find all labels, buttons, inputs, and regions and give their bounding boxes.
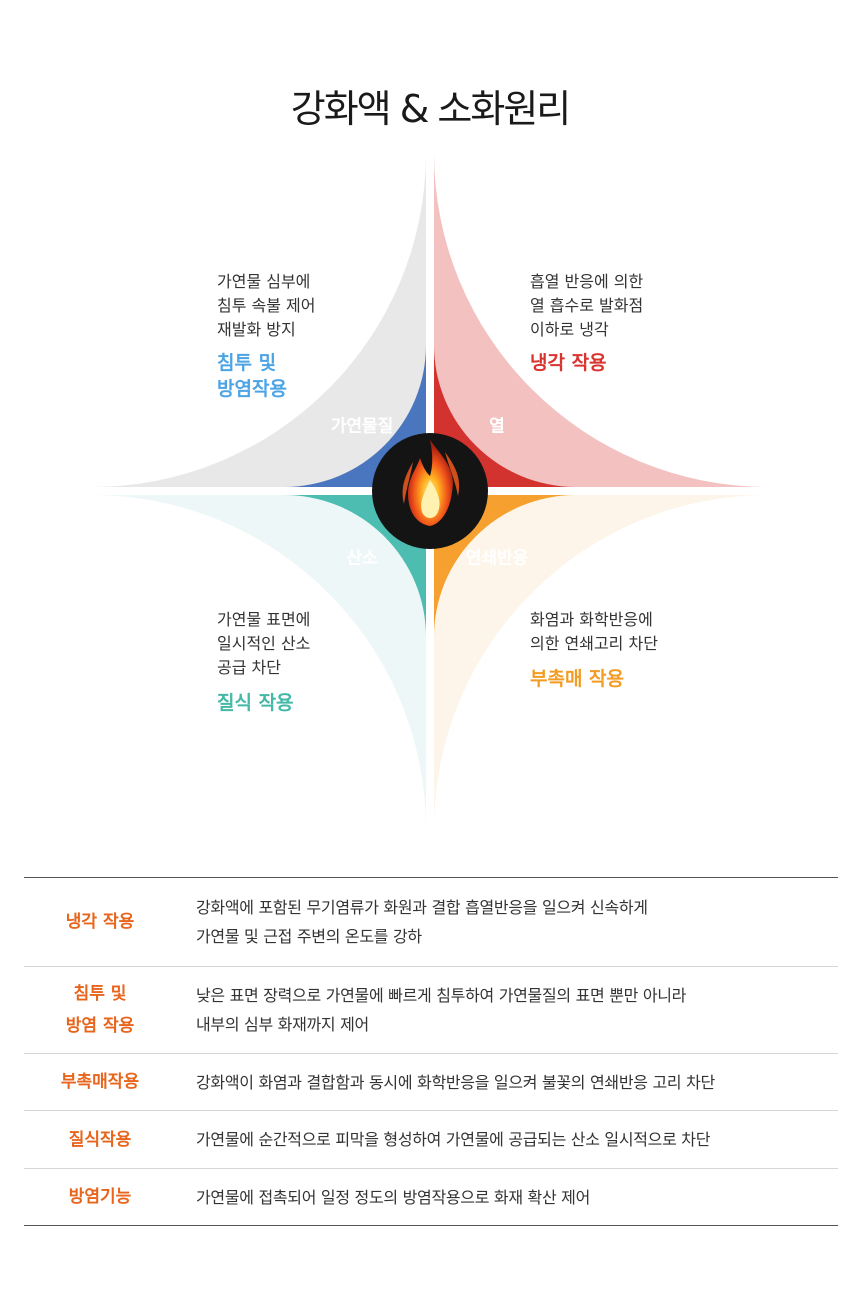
quadrant-oxygen (92, 495, 426, 829)
inner-label-fuel: 가연물질 (330, 416, 394, 437)
row-term-catalyst: 부촉매작용 (60, 1072, 140, 1092)
inner-label-oxygen: 산소 (346, 548, 378, 569)
quadrant-text-oxygen: 가연물 표면에 일시적인 산소 공급 차단 (217, 610, 311, 677)
quadrant-text-heat: 흡열 반응에 의한 열 흡수로 발화점 이하로 냉각 (530, 272, 644, 339)
quadrant-fuel (92, 153, 426, 487)
table-row: 냉각 작용 강화액에 포함된 무기염류가 화원과 결합 흡열반응을 일으켜 신속… (24, 878, 838, 966)
quadrant-label-cooling: 냉각 작용 (530, 352, 607, 374)
row-term-smothering: 질식작용 (68, 1129, 132, 1150)
quadrant-text-fuel: 가연물 심부에 침투 속불 제어 재발화 방지 (217, 272, 316, 339)
row-desc-flame-retardant: 가연물에 접촉되어 일정 정도의 방염작용으로 화재 확산 제어 (196, 1187, 591, 1207)
table-row: 부촉매작용 강화액이 화염과 결합함과 동시에 화학반응을 일으켜 불꽃의 연쇄… (24, 1053, 838, 1110)
table-row: 질식작용 가연물에 순간적으로 피막을 형성하여 가연물에 공급되는 산소 일시… (24, 1110, 838, 1168)
row-term-penetration: 침투 및 방염 작용 (65, 984, 135, 1036)
inner-label-chain: 연쇄반응 (465, 548, 529, 569)
quadrant-label-smothering: 질식 작용 (217, 692, 294, 714)
quadrant-label-penetration: 침투 및 방염작용 (217, 352, 287, 400)
row-desc-penetration: 낮은 표면 장력으로 가연물에 빠르게 침투하여 가연물질의 표면 뿐만 아니라… (196, 986, 687, 1034)
row-desc-cooling: 강화액에 포함된 무기염류가 화원과 결합 흡열반응을 일으켜 신속하게 가연물… (196, 898, 648, 946)
table-row: 방염기능 가연물에 접촉되어 일정 정도의 방염작용으로 화재 확산 제어 (24, 1168, 838, 1225)
fire-icon (402, 440, 460, 526)
table-row: 침투 및 방염 작용 낮은 표면 장력으로 가연물에 빠르게 침투하여 가연물질… (24, 966, 838, 1053)
row-term-cooling: 냉각 작용 (65, 912, 135, 932)
quadrant-heat (434, 153, 768, 487)
principle-table: 냉각 작용 강화액에 포함된 무기염류가 화원과 결합 흡열반응을 일으켜 신속… (24, 877, 838, 1226)
inner-label-heat: 열 (489, 416, 505, 437)
row-desc-smothering: 가연물에 순간적으로 피막을 형성하여 가연물에 공급되는 산소 일시적으로 차… (196, 1130, 711, 1149)
row-term-flame-retardant: 방염기능 (68, 1187, 132, 1207)
quadrant-chain (434, 495, 768, 829)
row-desc-catalyst: 강화액이 화염과 결합함과 동시에 화학반응을 일으켜 불꽃의 연쇄반응 고리 … (196, 1072, 715, 1092)
quadrant-label-catalyst: 부촉매 작용 (530, 668, 625, 690)
quadrant-text-chain: 화염과 화학반응에 의한 연쇄고리 차단 (530, 610, 658, 653)
fire-principle-diagram (92, 153, 768, 829)
page-title: 강화액 & 소화원리 (290, 87, 572, 131)
